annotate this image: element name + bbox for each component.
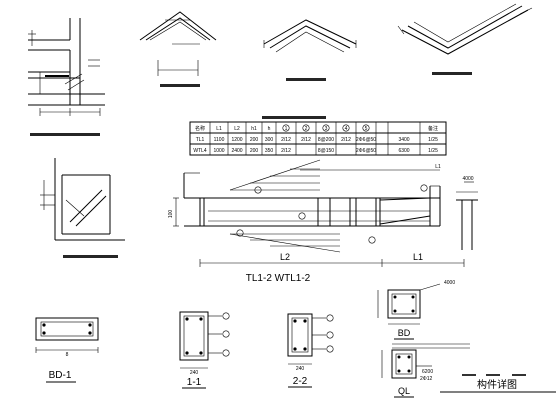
table-cell: 1/25 bbox=[428, 137, 438, 143]
s11-title: 1-1 bbox=[187, 377, 202, 388]
table-cell: 2/12 bbox=[281, 137, 291, 143]
s11-dim: 240 bbox=[190, 370, 199, 376]
bd1-dim: 8 bbox=[66, 352, 69, 358]
table-header: 备注 bbox=[428, 125, 438, 132]
section-bd-1: 8 BD-1 bbox=[35, 317, 99, 383]
table-cell: 8@150 bbox=[318, 148, 334, 154]
bd1-title: BD-1 bbox=[49, 370, 72, 381]
table-header: 2 bbox=[305, 126, 308, 132]
detail-chevron-1 bbox=[139, 11, 217, 87]
table-header: L1 bbox=[216, 126, 222, 132]
table-cell: 200 bbox=[250, 148, 259, 154]
table-cell: 2400 bbox=[231, 148, 242, 154]
table-cell: 8@200 bbox=[318, 137, 334, 143]
section-bd: 4000 BD bbox=[377, 280, 455, 340]
bd-title: BD bbox=[398, 328, 411, 338]
table-cell: TL1 bbox=[196, 137, 205, 143]
ql-tag: 6200 bbox=[422, 369, 433, 375]
s22-title: 2-2 bbox=[293, 376, 308, 387]
table-cell: 300 bbox=[265, 137, 274, 143]
section-ql: 6200 2Φ12 QL bbox=[381, 343, 470, 398]
table-cell: 2/12 bbox=[301, 137, 311, 143]
ql-title: QL bbox=[398, 386, 410, 396]
table-header: 名称 bbox=[195, 125, 205, 132]
bd-tag: 4000 bbox=[444, 280, 455, 286]
dim-l1: L1 bbox=[413, 252, 423, 262]
table-header: 1 bbox=[285, 126, 288, 132]
detail-chevron-2 bbox=[263, 19, 357, 81]
table-header: L2 bbox=[234, 126, 240, 132]
table-header: 3 bbox=[325, 126, 328, 132]
table-cell: 2Φ6@50 bbox=[356, 137, 376, 143]
table-cell: 1000 bbox=[213, 148, 224, 154]
table-header: h1 bbox=[251, 126, 257, 132]
title-block: 构件详图 bbox=[440, 374, 556, 393]
section-2-2: 240 2-2 bbox=[287, 313, 334, 388]
title-block-text: 构件详图 bbox=[477, 378, 517, 391]
detail-mid-left bbox=[40, 158, 125, 258]
detail-chevron-3 bbox=[397, 3, 533, 75]
detail-top-left bbox=[28, 18, 105, 136]
table-header: 5 bbox=[365, 126, 368, 132]
table-cell: 2/12 bbox=[281, 148, 291, 154]
beam-elevation: 4000 100 L2 L1 L1 TL1-2 WTL1-2 bbox=[168, 159, 478, 284]
table-cell: 2Φ6@50 bbox=[356, 148, 376, 154]
table-cell: 350 bbox=[265, 148, 274, 154]
table-cell: 1/25 bbox=[428, 148, 438, 154]
ql-note: 2Φ12 bbox=[420, 376, 433, 382]
table-cell: 3400 bbox=[398, 137, 409, 143]
section-1-1: 240 1-1 bbox=[179, 311, 230, 389]
dim-l2: L2 bbox=[280, 252, 290, 262]
table-cell: 6300 bbox=[398, 148, 409, 154]
table-header: 4 bbox=[345, 126, 348, 132]
table-header: h bbox=[268, 126, 271, 132]
beam-height-dim: 100 bbox=[168, 210, 174, 219]
schedule-table: 名称 L1 L2 h1 h 1 2 3 4 5 备注 TL1 1100 1200… bbox=[189, 116, 447, 156]
table-cell: 1100 bbox=[214, 137, 225, 143]
beam-title: TL1-2 WTL1-2 bbox=[246, 273, 311, 284]
table-cell: 1200 bbox=[231, 137, 242, 143]
beam-right-tag: 4000 bbox=[462, 176, 473, 182]
table-cell: 200 bbox=[250, 137, 259, 143]
table-cell: WTL4 bbox=[193, 148, 207, 154]
table-cell: 2/12 bbox=[341, 137, 351, 143]
dim-l1-top: L1 bbox=[435, 164, 441, 170]
s22-dim: 240 bbox=[296, 366, 305, 372]
